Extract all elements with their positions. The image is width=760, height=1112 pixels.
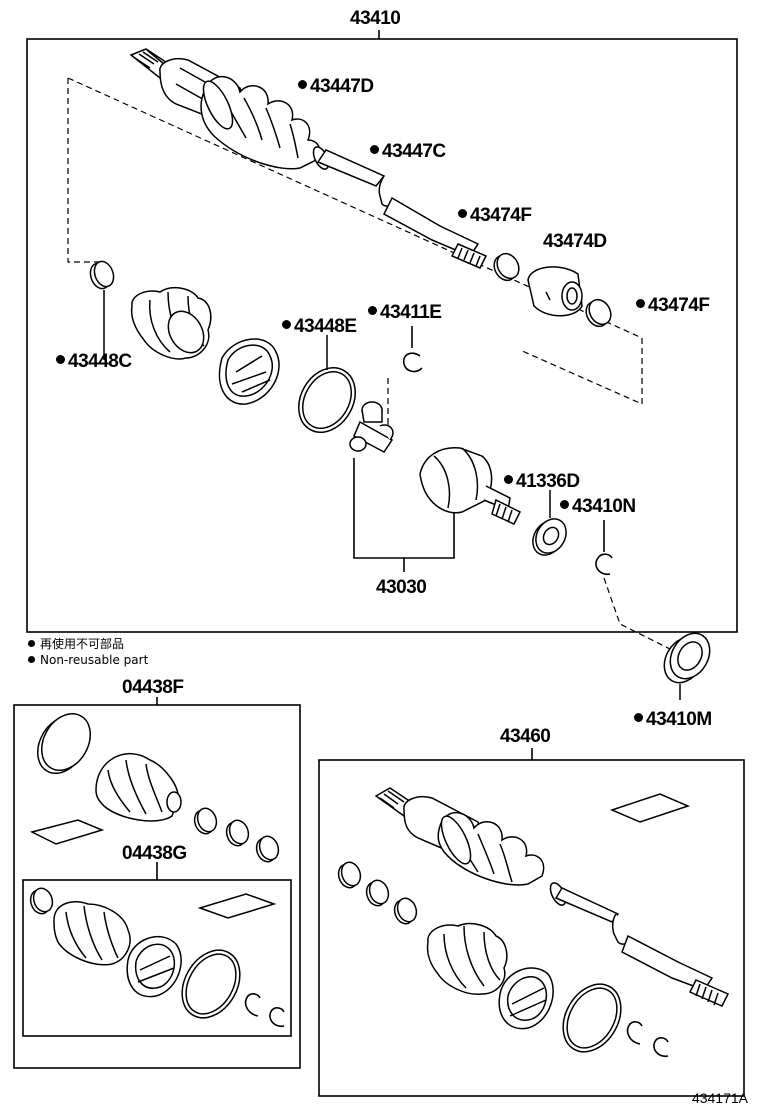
label-43448C: 43448C: [56, 351, 132, 373]
non-reusable-dot-icon: [504, 475, 513, 485]
non-reusable-dot-icon: [634, 713, 643, 723]
non-reusable-dot-icon: [636, 299, 645, 309]
non-reusable-dot-icon: [560, 500, 569, 510]
boot-band-large: [218, 338, 280, 405]
label-43410N: 43410N: [560, 496, 636, 518]
outer-drive-shaft-illustration: [129, 48, 488, 269]
damper-43474D: [527, 266, 583, 317]
non-reusable-dot-icon: [28, 640, 35, 647]
clamp-43448C: [89, 260, 115, 360]
non-reusable-dot-icon: [370, 145, 379, 155]
label-43411E: 43411E: [368, 302, 442, 324]
non-reusable-dot-icon: [458, 209, 467, 219]
non-reusable-dot-icon: [28, 656, 35, 663]
label-43030: 43030: [376, 577, 427, 598]
legend-jp: 再使用不可部品: [28, 637, 124, 652]
assembly-43460-illustration: [337, 787, 730, 1053]
illustration-code: 434171A: [691, 1090, 748, 1106]
clamp-43474F-right: [585, 298, 612, 328]
legend-en: Non-reusable part: [28, 653, 148, 668]
snap-ring-43411E: [402, 326, 423, 373]
label-43447C: 43447C: [370, 141, 446, 163]
seal-41336D: [532, 490, 567, 556]
snap-ring-43410N: [595, 520, 613, 576]
assembly-43460-frame: [318, 759, 745, 1097]
non-reusable-dot-icon: [282, 320, 291, 330]
label-04438F: 04438F: [122, 677, 184, 698]
label-43474F-right: 43474F: [636, 295, 710, 317]
non-reusable-dot-icon: [298, 80, 307, 90]
non-reusable-dot-icon: [56, 355, 65, 365]
label-43447D: 43447D: [298, 76, 374, 98]
label-43460: 43460: [500, 726, 551, 747]
label-43410M: 43410M: [634, 709, 712, 731]
label-43474F-left: 43474F: [458, 205, 532, 227]
kit-04438F-illustration: [29, 713, 280, 863]
label-41336D: 41336D: [504, 471, 580, 493]
label-04438G: 04438G: [122, 843, 187, 864]
bracket-43030: [353, 458, 455, 572]
label-43448E: 43448E: [282, 316, 357, 338]
clamp-43474F-left: [493, 252, 520, 282]
bearing-43410M: [663, 632, 711, 700]
non-reusable-dot-icon: [368, 306, 377, 316]
kit-04438G-illustration: [29, 887, 277, 1019]
clamp-43448E: [298, 335, 356, 433]
main-assembly-frame: [26, 38, 738, 633]
inner-joint-housing: [419, 447, 522, 525]
label-43474D: 43474D: [543, 231, 607, 252]
tripod-joint-43030: [349, 401, 394, 453]
inner-boot: [130, 286, 212, 360]
label-43410: 43410: [350, 8, 401, 29]
